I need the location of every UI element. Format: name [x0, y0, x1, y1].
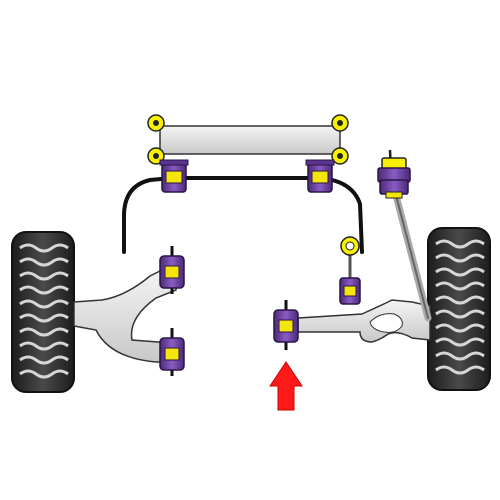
wishbone-bush-front [159, 246, 185, 294]
anti-roll-bar-bush-right [305, 159, 335, 193]
arm-cutout [369, 313, 403, 333]
crossmember-bolt [147, 114, 165, 132]
anti-roll-bar-bush-left [159, 159, 189, 193]
left-wheel [11, 231, 75, 393]
drop-link [339, 236, 361, 305]
tyre-icon [11, 231, 75, 393]
rear-arm-bush [273, 300, 299, 350]
crossmember-bolt [331, 114, 349, 132]
shock-top-mount [377, 149, 432, 322]
anti-roll-bar [122, 159, 364, 254]
right-lower-arm [273, 299, 431, 350]
control-arm-icon [297, 299, 431, 343]
wishbone-icon [73, 269, 177, 363]
tyre-tread [19, 243, 69, 379]
drop-link-top-eye [340, 236, 360, 256]
red-arrow-icon [269, 361, 303, 411]
right-wheel [427, 227, 491, 391]
tyre-tread [435, 239, 485, 375]
crossmember-bolt [331, 147, 349, 165]
crossmember-icon [159, 125, 341, 155]
shock-mount-icon [377, 157, 411, 199]
drop-link-bush [339, 277, 361, 305]
subframe-crossmember [147, 114, 349, 165]
wishbone-bush-rear [159, 328, 185, 376]
tyre-icon [427, 227, 491, 391]
left-wishbone [73, 246, 185, 376]
